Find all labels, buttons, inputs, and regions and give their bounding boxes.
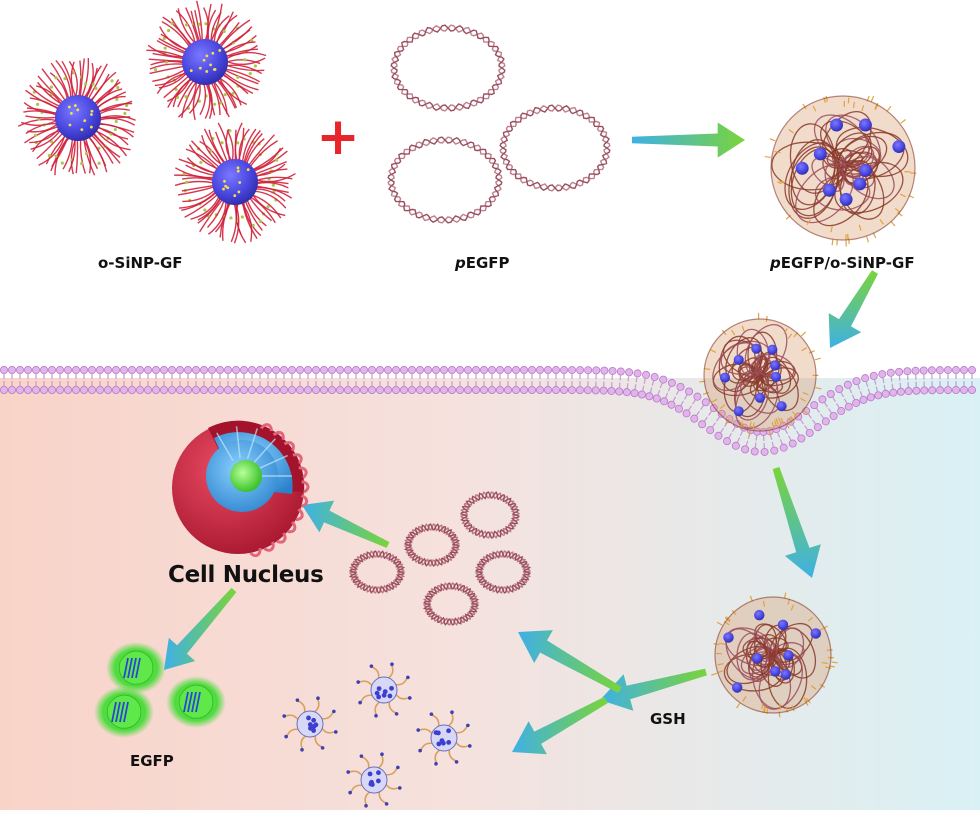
egfp-label: EGFP [130,752,174,770]
plasmid-label-rest: EGFP [466,254,510,272]
complex-label: pEGFP/o-SiNP-GF [770,254,915,272]
plasmid-label-prefix: p [455,254,466,272]
complex-icon [765,96,916,247]
complex-label-rest: EGFP/o-SiNP-GF [781,254,915,272]
plasmid-ring-icon [500,105,610,191]
nanoparticle-icon [146,1,266,120]
egfp-protein-icon [106,642,166,694]
nanoparticle-icon [174,123,295,243]
plasmid-ring-icon [391,25,505,111]
complex-label-prefix: p [770,254,781,272]
process-arrow-icon [632,123,745,158]
gsh-label: GSH [650,710,686,728]
plasmid-ring-icon [388,137,502,223]
nanoparticle-icon [18,58,135,175]
egfp-protein-icon [94,686,154,738]
cytoplasm-region [0,378,980,810]
nucleus-label: Cell Nucleus [168,562,323,588]
plasmid-label: pEGFP [455,254,510,272]
egfp-protein-icon [166,676,226,728]
process-arrow-icon [829,270,878,348]
nanoparticle-label: o-SiNP-GF [98,254,183,272]
plus-sign: + [316,107,360,167]
